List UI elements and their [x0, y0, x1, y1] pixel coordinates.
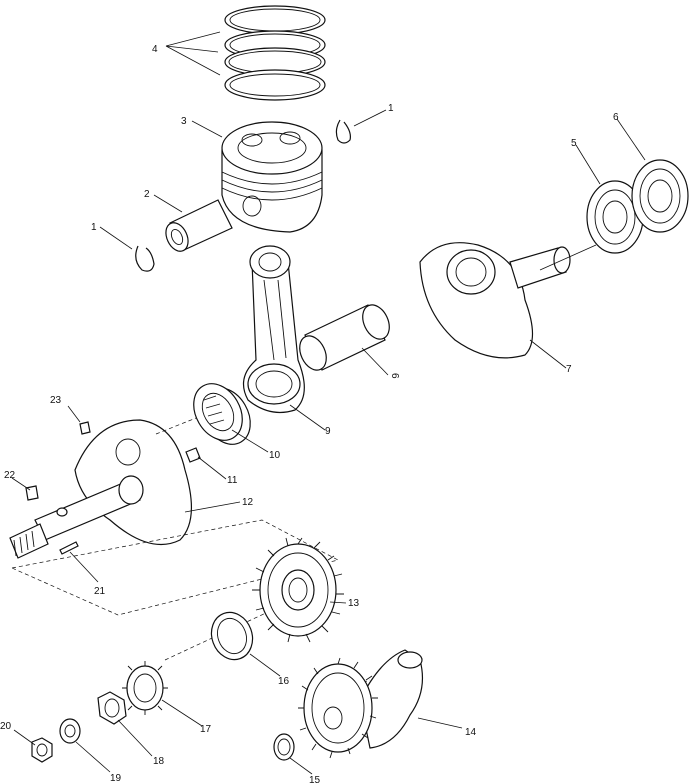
callout-22: 22 [4, 470, 16, 481]
callout-16: 16 [278, 676, 290, 687]
pin-21 [59, 541, 79, 555]
callout-12: 12 [242, 497, 254, 508]
callout-14: 14 [465, 727, 477, 738]
circlip-upper [335, 119, 351, 144]
callout-13: 13 [348, 598, 360, 609]
key-23 [79, 421, 91, 435]
balancer-shaft-14 [298, 649, 423, 759]
gear-17 [122, 661, 168, 715]
callout-21: 21 [94, 586, 106, 597]
callout-5: 5 [571, 138, 577, 149]
callout-9: 9 [325, 426, 331, 437]
crankshaft-half-left [9, 419, 193, 559]
crank-pin [299, 304, 390, 371]
callout-11: 11 [227, 475, 238, 486]
shim-16 [210, 611, 254, 661]
needle-bearing [193, 383, 251, 445]
shim-15 [273, 733, 295, 761]
callout-15: 15 [309, 775, 321, 784]
callout-10: 10 [269, 450, 281, 461]
callout-labels: 4 3 2 1 1 5 6 7 6 9 10 11 12 23 22 21 13… [0, 44, 619, 784]
callout-19: 19 [110, 773, 122, 784]
callout-1-upper: 1 [388, 103, 394, 114]
nut-18 [97, 691, 127, 725]
connecting-rod [242, 245, 305, 413]
callout-6-rod: 6 [389, 373, 400, 379]
piston-rings [224, 5, 326, 101]
callout-4: 4 [152, 44, 158, 55]
pin-11 [185, 447, 201, 463]
callout-1-lower: 1 [91, 222, 97, 233]
nut-20 [31, 737, 53, 763]
piston [221, 121, 323, 233]
crankshaft-half-right [419, 242, 571, 359]
washer-19 [59, 718, 81, 744]
callout-20: 20 [0, 721, 12, 732]
callout-18: 18 [153, 756, 165, 767]
leader-lines [11, 31, 646, 775]
wrist-pin [165, 199, 233, 252]
callout-23: 23 [50, 395, 62, 406]
callout-17: 17 [200, 724, 212, 735]
callout-2: 2 [144, 189, 150, 200]
callout-3: 3 [181, 116, 187, 127]
gear-13 [252, 537, 344, 643]
callout-7: 7 [566, 364, 572, 375]
circlip-lower [135, 245, 155, 272]
ball-bearing-6 [631, 159, 689, 233]
callout-6-top: 6 [613, 112, 619, 123]
